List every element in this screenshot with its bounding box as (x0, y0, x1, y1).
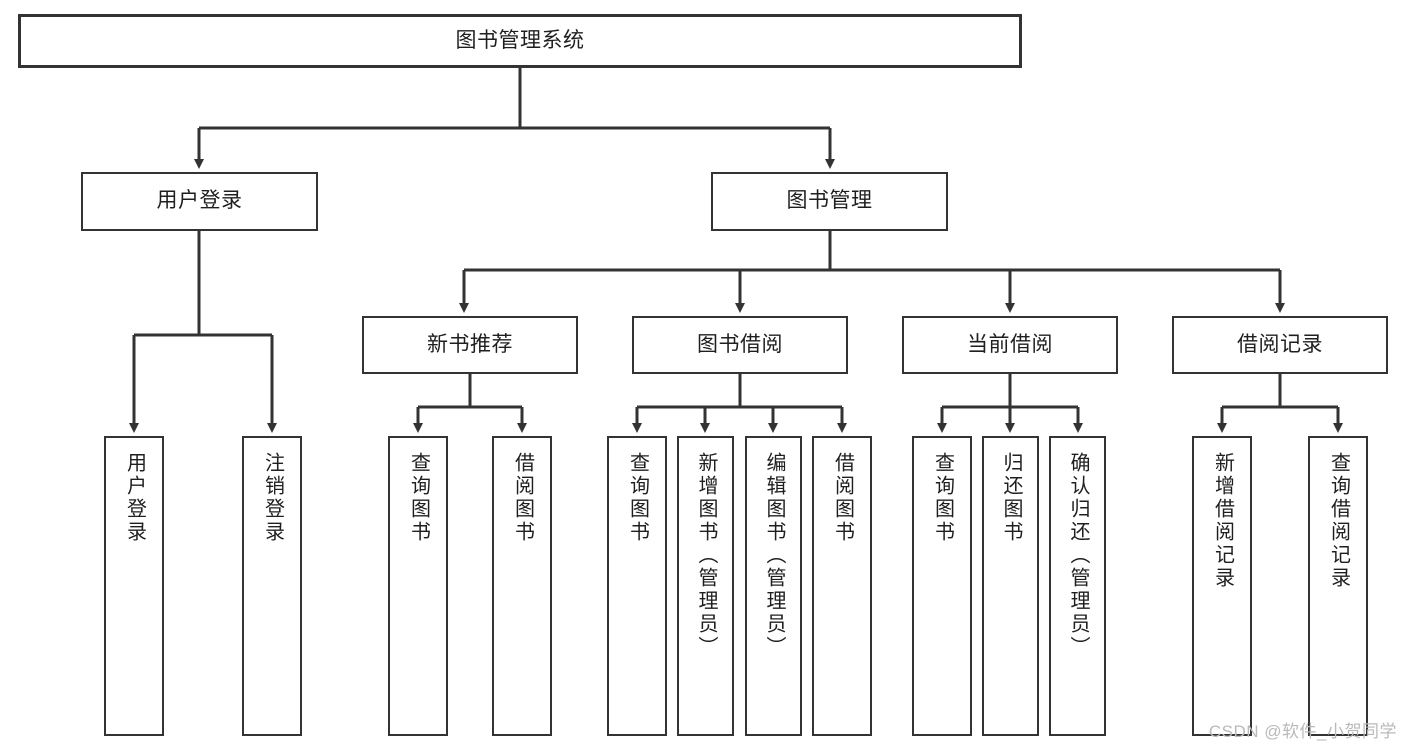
node-leaf-current-return[interactable]: 归还图书 (982, 436, 1039, 736)
node-leaf-rec-borrow[interactable]: 借阅图书 (492, 436, 552, 736)
node-leaf-user-logout[interactable]: 注销登录 (242, 436, 302, 736)
node-leaf-record-query[interactable]: 查询借阅记录 (1308, 436, 1368, 736)
node-label: 查询图书 (407, 452, 430, 544)
node-label: 用户登录 (156, 189, 243, 213)
node-new-book-rec[interactable]: 新书推荐 (362, 316, 578, 374)
node-borrow-record[interactable]: 借阅记录 (1172, 316, 1388, 374)
node-label: 图书借阅 (697, 332, 783, 356)
node-label: 当前借阅 (967, 332, 1053, 356)
node-leaf-borrow-edit[interactable]: 编辑图书（管理员） (745, 436, 802, 736)
node-leaf-current-confirm[interactable]: 确认归还（管理员） (1049, 436, 1106, 736)
node-user-login[interactable]: 用户登录 (81, 172, 318, 231)
node-label: 用户登录 (123, 452, 146, 544)
node-leaf-borrow-lend[interactable]: 借阅图书 (812, 436, 872, 736)
node-book-manage[interactable]: 图书管理 (711, 172, 948, 231)
node-label: 新增借阅记录 (1211, 452, 1234, 590)
node-label: 借阅图书 (831, 452, 854, 544)
node-leaf-borrow-add[interactable]: 新增图书（管理员） (677, 436, 734, 736)
node-label: 编辑图书（管理员） (763, 452, 785, 659)
node-label: 查询借阅记录 (1327, 452, 1350, 590)
node-label: 借阅图书 (511, 452, 534, 544)
node-label: 借阅记录 (1237, 332, 1323, 356)
node-label: 查询图书 (931, 452, 954, 544)
node-leaf-rec-query[interactable]: 查询图书 (388, 436, 448, 736)
node-label: 注销登录 (261, 452, 284, 544)
node-label: 新增图书（管理员） (695, 452, 717, 659)
node-label: 图书管理 (786, 189, 873, 213)
node-current-borrow[interactable]: 当前借阅 (902, 316, 1118, 374)
node-label: 确认归还（管理员） (1067, 452, 1089, 659)
node-leaf-record-add[interactable]: 新增借阅记录 (1192, 436, 1252, 736)
node-leaf-borrow-query[interactable]: 查询图书 (607, 436, 667, 736)
node-label: 图书管理系统 (455, 28, 585, 52)
node-book-borrow[interactable]: 图书借阅 (632, 316, 848, 374)
node-label: 新书推荐 (427, 332, 513, 356)
node-leaf-user-login[interactable]: 用户登录 (104, 436, 164, 736)
node-label: 查询图书 (626, 452, 649, 544)
csdn-watermark: CSDN @软件_小贺同学 (1208, 722, 1397, 741)
node-leaf-current-query[interactable]: 查询图书 (912, 436, 972, 736)
node-label: 归还图书 (1000, 452, 1022, 544)
node-root[interactable]: 图书管理系统 (18, 14, 1022, 68)
